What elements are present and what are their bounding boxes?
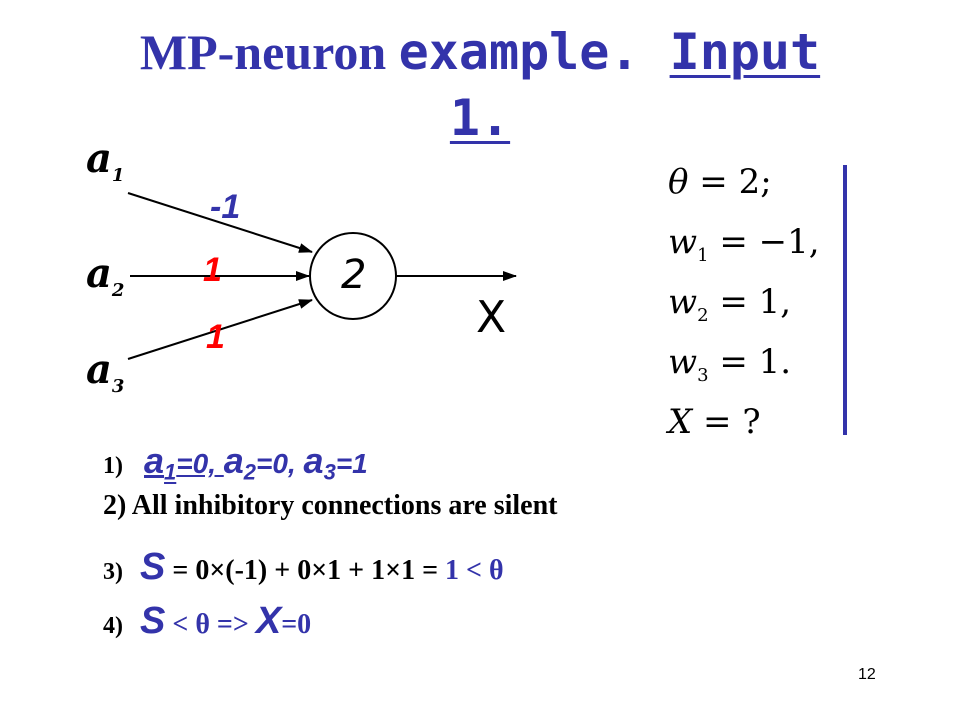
slide-title-line-2: 1. — [0, 88, 960, 148]
step-1: 1) a1=0, a2=0, a3=1 — [103, 440, 368, 485]
equation-w3: w3 = 1. — [668, 342, 792, 386]
input-a3: a3 — [86, 346, 125, 397]
weight-label-2: 1 — [203, 251, 222, 289]
equation-w2: w2 = 1, — [668, 282, 792, 326]
equation-x: X = ? — [668, 402, 761, 442]
step-2: 2) All inhibitory connections are silent — [103, 490, 558, 521]
page-number: 12 — [858, 666, 876, 683]
title-part-4: 1. — [449, 89, 511, 147]
equation-w1: w1 = −1, — [668, 222, 820, 266]
output-x: X — [476, 292, 507, 343]
equation-theta: θ = 2; — [668, 162, 772, 202]
slide-title: MP-neuron example. Input — [0, 22, 960, 82]
connection-a1 — [127, 192, 313, 253]
connection-a3 — [127, 299, 313, 360]
input-a1: a1 — [86, 135, 125, 186]
title-part-3: Input — [669, 23, 821, 81]
weight-label-3: 1 — [206, 318, 225, 356]
step-4: 4) S < θ => X=0 — [103, 600, 312, 642]
step-3: 3) S = 0×(-1) + 0×1 + 1×1 = 1 < θ — [103, 546, 504, 588]
title-part-2: example. — [398, 23, 670, 81]
input-a2: a2 — [86, 250, 125, 301]
title-part-1: MP-neuron — [139, 24, 399, 80]
neuron-threshold: 2 — [341, 252, 367, 298]
weight-label-1: -1 — [210, 188, 241, 226]
